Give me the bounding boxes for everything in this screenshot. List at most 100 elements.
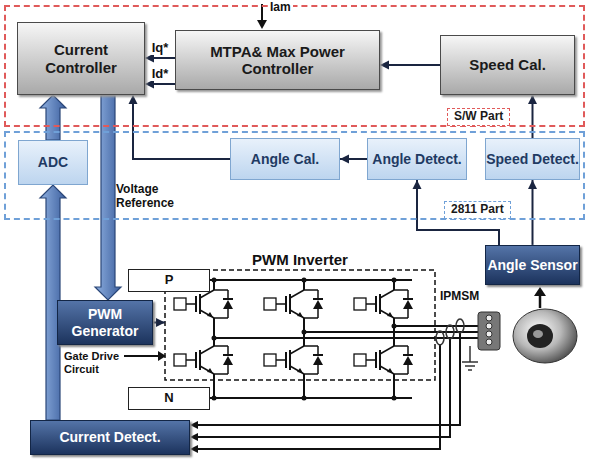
switch-stroke <box>394 317 408 319</box>
signal-name: Iam <box>268 1 293 15</box>
switch-stroke <box>304 317 318 319</box>
node-text: PWM Generator <box>58 306 152 338</box>
switch-stroke <box>290 346 304 354</box>
shaft-arrow <box>539 294 542 308</box>
bus-terminal: N <box>128 387 210 410</box>
switch-stroke <box>200 366 214 374</box>
switch-stroke <box>380 366 394 374</box>
process-box: Current Detect. <box>30 420 190 455</box>
switch-stroke <box>380 290 394 298</box>
sense-wire <box>196 332 460 425</box>
switch-stroke <box>407 290 409 299</box>
switch-stroke <box>393 318 395 346</box>
region-label: S/W Part <box>447 108 510 126</box>
switch-stroke <box>304 345 318 347</box>
junction-dot <box>392 396 397 401</box>
arrow-head <box>534 287 546 296</box>
switch-stroke <box>223 298 233 300</box>
emitter-arrow <box>387 312 393 317</box>
gate-box <box>174 354 186 366</box>
signal-name: Voltage Reference <box>116 183 194 211</box>
switch-stroke <box>213 318 215 346</box>
junction-dot <box>302 330 307 335</box>
region-label: 2811 Part <box>444 201 511 219</box>
gate-box <box>174 298 186 310</box>
inverter-block: PWM Inverter <box>165 250 435 380</box>
switch-stroke <box>276 359 286 361</box>
process-box: ADC <box>18 140 88 185</box>
switch-stroke <box>304 373 318 375</box>
switch-stroke <box>317 290 319 299</box>
emitter-arrow <box>297 312 303 317</box>
gate-box <box>354 354 366 366</box>
connector <box>129 95 231 159</box>
switch-stroke <box>407 346 409 355</box>
arrow-head <box>190 433 198 441</box>
switch-stroke <box>304 289 318 291</box>
p-bus <box>210 279 412 281</box>
switch-stroke <box>214 345 228 347</box>
switch-stroke <box>214 317 228 319</box>
switch-stroke <box>214 373 228 375</box>
switch-stroke <box>317 309 319 318</box>
node-text: N <box>164 391 173 406</box>
switch-stroke <box>366 359 376 361</box>
diode <box>403 356 413 365</box>
node-text: P <box>165 273 174 288</box>
switch-stroke <box>214 289 228 291</box>
current-sensor <box>456 319 464 333</box>
phase-wire <box>304 331 478 333</box>
motor-label: IPMSM <box>440 290 479 304</box>
switch-stroke <box>223 354 233 356</box>
connector-line <box>532 180 534 245</box>
emitter-arrow <box>387 368 393 373</box>
switch-stroke <box>380 310 394 318</box>
switch-stroke <box>313 298 323 300</box>
node-text: Current Controller <box>18 41 144 76</box>
node-text: Angle Detect. <box>372 151 461 167</box>
switch-stroke <box>407 309 409 318</box>
arrow-head <box>156 318 165 327</box>
connector <box>153 318 165 327</box>
connector-line <box>133 95 230 159</box>
junction-dot <box>302 396 307 401</box>
switch-stroke <box>394 345 408 347</box>
arrow-head <box>528 95 537 104</box>
process-box: Current Controller <box>17 22 145 95</box>
switch-stroke <box>227 346 229 355</box>
node-text: PWM Inverter <box>248 251 352 268</box>
process-box: Angle Detect. <box>367 138 467 180</box>
node-text: Angle Cal. <box>251 151 319 167</box>
arrow-head <box>257 20 267 29</box>
process-box: MTPA& Max Power Controller <box>175 30 380 90</box>
junction-dot <box>212 278 217 283</box>
motor-shaft <box>527 324 553 348</box>
arrow-head <box>413 180 422 189</box>
switch-stroke <box>186 303 196 305</box>
node-text: MTPA& Max Power Controller <box>195 43 360 78</box>
connector <box>40 95 66 140</box>
switch-stroke <box>394 289 408 291</box>
switch-stroke <box>375 352 377 368</box>
junction-dot <box>212 336 217 341</box>
gate-drive-arrow <box>124 355 160 357</box>
arrow-head <box>190 421 198 429</box>
diode <box>403 300 413 309</box>
bus-terminal: P <box>128 269 210 292</box>
dsp-region: 2811 Part ADC Angle Cal. Angle Detect. Speed… <box>4 131 585 220</box>
switch-stroke <box>213 374 215 398</box>
sensor-box: Angle Sensor <box>485 245 580 285</box>
switch-stroke <box>285 296 287 312</box>
switch-stroke <box>380 346 394 354</box>
current-sensor <box>446 325 454 339</box>
motor-terminal <box>478 312 500 350</box>
switch-stroke <box>303 374 305 398</box>
phase-wire <box>394 325 478 327</box>
switch-stroke <box>393 374 395 398</box>
switch-stroke <box>290 290 304 298</box>
sense-wire <box>196 344 440 449</box>
emitter-arrow <box>207 368 213 373</box>
edge-label: Id* <box>150 66 171 81</box>
switch-stroke <box>227 309 229 318</box>
process-box: Speed Detect. <box>485 138 580 180</box>
